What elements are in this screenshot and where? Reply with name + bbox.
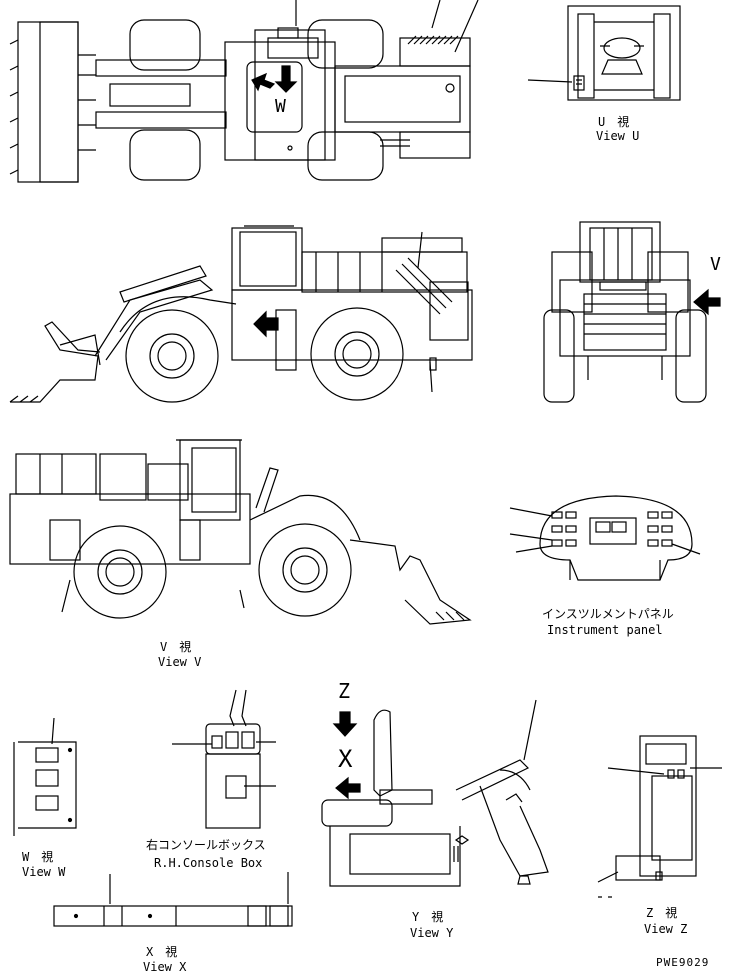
view-v-title-en: View V <box>158 655 202 669</box>
drawing-code: PWE9029 <box>656 956 710 969</box>
top-view <box>9 0 479 183</box>
view-w-title-jp: W 視 <box>22 850 54 864</box>
view-x-title-en: View X <box>143 960 187 974</box>
view-v-title-jp: V 視 <box>160 640 192 654</box>
bucket-teeth <box>9 39 96 175</box>
instrument-panel-label-jp: インスツルメントパネル <box>542 607 674 621</box>
view-u-title-jp: U 視 <box>598 115 630 129</box>
side-view-left <box>9 225 473 403</box>
rear-view <box>543 221 721 403</box>
rh-console-drawing <box>172 689 276 829</box>
marker-z: Z <box>338 679 351 703</box>
view-y-title-en: View Y <box>410 926 454 940</box>
view-z-drawing <box>597 735 722 898</box>
rh-console-label-en: R.H.Console Box <box>154 856 263 870</box>
marker-w: W <box>275 96 286 117</box>
view-x-title-jp: X 視 <box>146 945 178 959</box>
view-w-drawing <box>13 717 77 836</box>
rh-console-label-jp: 右コンソールボックス <box>146 838 266 852</box>
view-w-title-en: View W <box>22 865 66 879</box>
marker-v: V <box>710 254 721 275</box>
instrument-panel-label-en: Instrument panel <box>547 623 663 637</box>
view-u-title-en: View U <box>596 129 640 143</box>
view-z-title-jp: Z 視 <box>646 906 678 920</box>
view-v-drawing <box>9 439 472 625</box>
view-y-drawing <box>321 699 549 887</box>
view-u-drawing <box>527 5 681 101</box>
view-z-title-en: View Z <box>644 922 688 936</box>
view-y-title-jp: Y 視 <box>412 910 444 924</box>
marker-x: X <box>338 745 353 773</box>
panel-indicator-lights <box>551 511 673 547</box>
view-x-drawing <box>53 872 293 927</box>
instrument-panel-drawing <box>509 495 701 581</box>
